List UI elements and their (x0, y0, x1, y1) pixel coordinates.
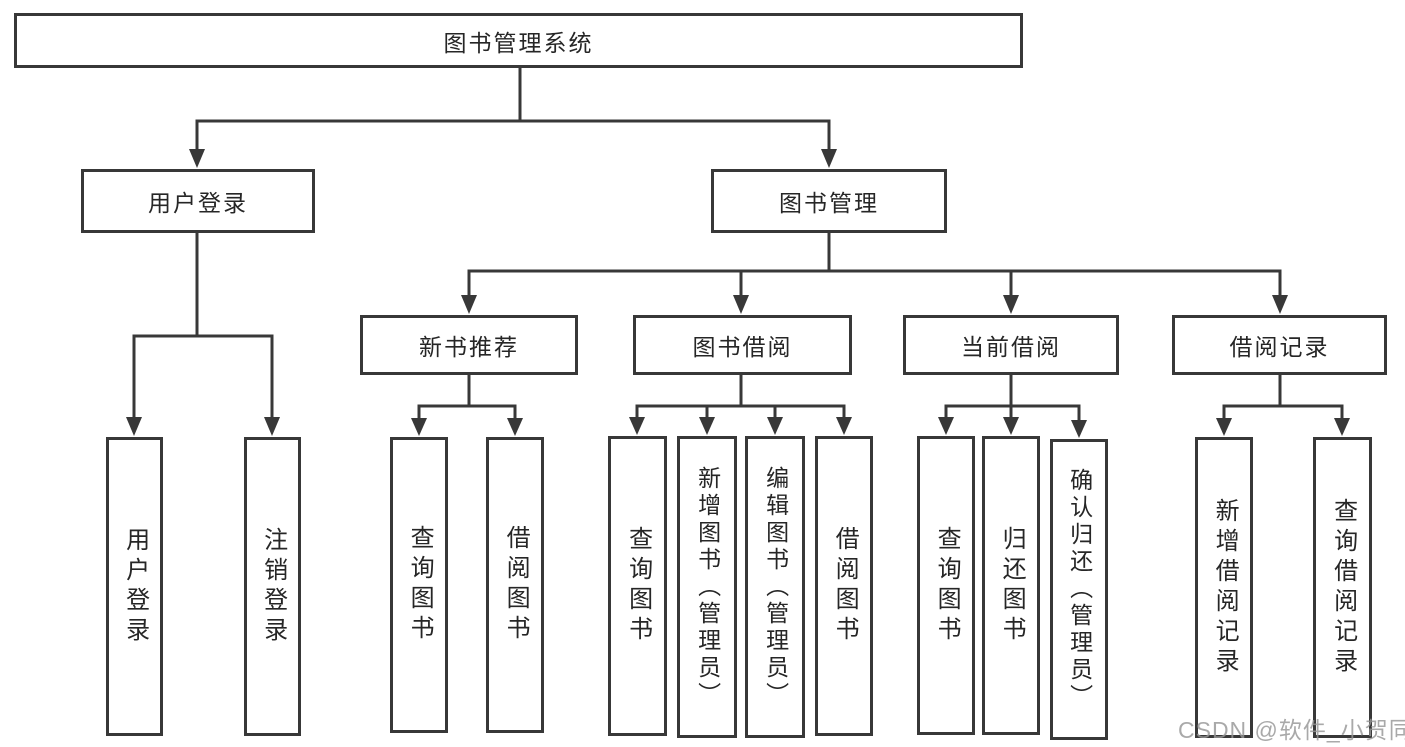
leaf-logout: 注销登录 (244, 437, 301, 736)
leaf-edit-books-admin: 编辑图书（管理员） (745, 436, 805, 738)
node-library-management-system: 图书管理系统 (14, 13, 1023, 68)
leaf-add-books-admin: 新增图书（管理员） (677, 436, 737, 738)
leaf-query-books-current: 查询图书 (917, 436, 975, 735)
leaf-user-login: 用户登录 (106, 437, 163, 736)
leaf-borrow-books-recommend: 借阅图书 (486, 437, 544, 733)
node-book-borrowing: 图书借阅 (633, 315, 852, 375)
leaf-query-books-borrow: 查询图书 (608, 436, 667, 736)
leaf-query-borrow-record: 查询借阅记录 (1313, 437, 1372, 738)
node-borrowing-records: 借阅记录 (1172, 315, 1387, 375)
node-user-login: 用户登录 (81, 169, 315, 233)
csdn-watermark: CSDN @软件_小贺同学 (1178, 717, 1405, 743)
node-book-management: 图书管理 (711, 169, 947, 233)
arrowheads (126, 149, 1350, 438)
leaf-add-borrow-record: 新增借阅记录 (1195, 437, 1253, 738)
leaf-query-books-recommend: 查询图书 (390, 437, 448, 733)
node-current-borrowing: 当前借阅 (903, 315, 1119, 375)
leaf-return-books: 归还图书 (982, 436, 1040, 735)
leaf-borrow-books: 借阅图书 (815, 436, 873, 736)
node-new-book-recommend: 新书推荐 (360, 315, 578, 375)
leaf-confirm-return-admin: 确认归还（管理员） (1050, 439, 1108, 740)
